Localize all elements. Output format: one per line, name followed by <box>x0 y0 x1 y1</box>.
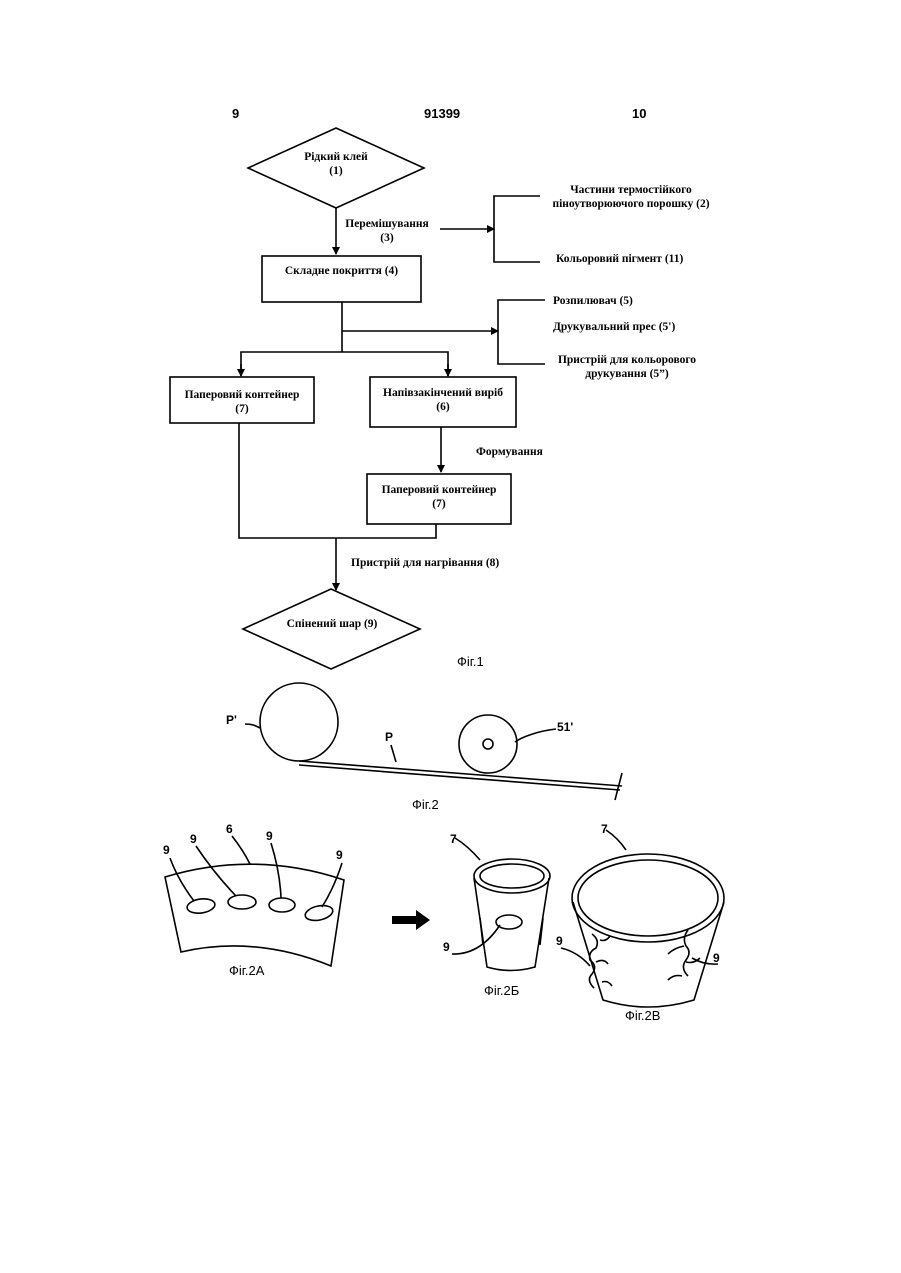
forming-label: Формування <box>476 445 543 459</box>
cup-body <box>474 878 549 971</box>
liquid-glue-label: Рідкий клей(1) <box>286 150 386 178</box>
pigment-label: Кольоровий пігмент (11) <box>556 252 683 266</box>
fig2b-cup-label: 7 <box>450 832 457 846</box>
foamed-layer-label: Спінений шар (9) <box>262 617 402 631</box>
paper-strip-upper <box>299 761 622 786</box>
mixing-label: Перемішування(3) <box>342 217 432 245</box>
semi-finished-label: Напівзакінчений виріб(6) <box>370 386 516 414</box>
strip-label: P <box>385 730 393 744</box>
fig2v-caption: Фіг.2В <box>625 1008 660 1023</box>
fig1-caption: Фіг.1 <box>457 654 484 669</box>
fig2a-hole-label-3: 9 <box>266 829 273 843</box>
fig2a-hole-label-4: 9 <box>336 848 343 862</box>
roll-label: P' <box>226 713 237 727</box>
paper-strip-lower <box>299 765 620 790</box>
fig2a-caption: Фіг.2А <box>229 963 264 978</box>
heater-label: Пристрій для нагрівання (8) <box>351 556 499 570</box>
container-body <box>573 902 724 1007</box>
sprayer-label: Розпилювач (5) <box>553 294 633 308</box>
blank-6 <box>165 864 344 966</box>
hole-1 <box>186 897 216 915</box>
roller-hub <box>483 739 493 749</box>
fig2v-decor-label-right: 9 <box>713 951 720 965</box>
hole-4 <box>304 903 334 923</box>
roller-51 <box>459 715 517 773</box>
fig2b-caption: Фіг.2Б <box>484 983 519 998</box>
decor-left <box>589 934 612 988</box>
printing-press-label: Друкувальний прес (5') <box>553 320 675 334</box>
color-printer-label: Пристрій для кольоровогодрукування (5”) <box>552 353 702 381</box>
fig2a-hole-label-1: 9 <box>163 843 170 857</box>
powder-label: Частини термостійкогопіноутворюючого пор… <box>546 183 716 211</box>
cup-hole <box>496 915 522 929</box>
composite-coating-label: Складне покриття (4) <box>262 264 421 278</box>
fig2-caption: Фіг.2 <box>412 797 439 812</box>
composite-coating-box <box>262 256 421 302</box>
paper-container-left-label: Паперовий контейнер(7) <box>170 388 314 416</box>
fig2v-cup-label: 7 <box>601 822 608 836</box>
roller-label: 51' <box>557 720 573 734</box>
input-bracket-top <box>494 196 540 262</box>
fig2b-hole-label: 9 <box>443 940 450 954</box>
hole-3 <box>269 898 295 912</box>
fig2a-blank-label: 6 <box>226 822 233 836</box>
fig2a-hole-label-2: 9 <box>190 832 197 846</box>
fig2v-decor-label-left: 9 <box>556 934 563 948</box>
arrow-right-icon <box>392 910 430 930</box>
applicator-bracket <box>498 300 545 364</box>
paper-roll <box>260 683 338 761</box>
paper-container-right-label: Паперовий контейнер(7) <box>367 483 511 511</box>
hole-2 <box>228 895 256 909</box>
container-rim <box>572 854 724 942</box>
decor-right <box>668 930 700 980</box>
